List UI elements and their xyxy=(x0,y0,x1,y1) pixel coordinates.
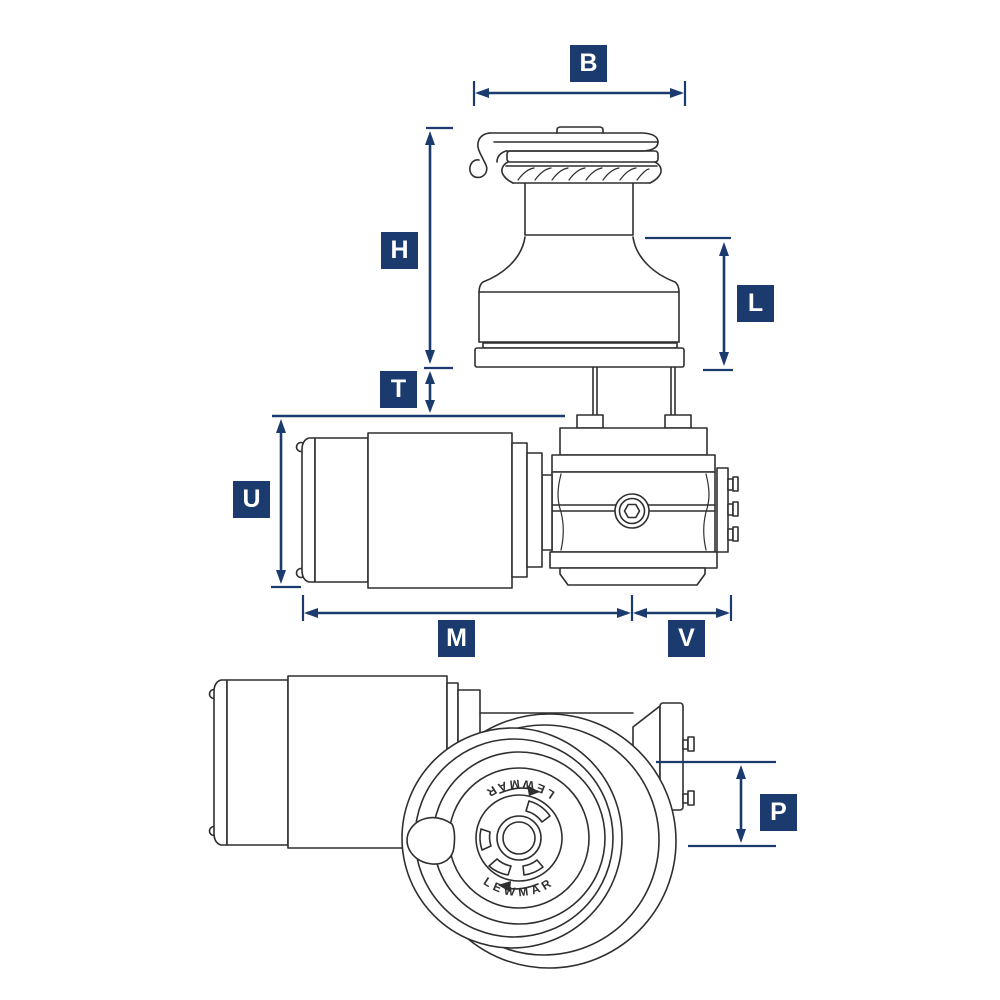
dim-M-V xyxy=(301,595,733,621)
top-down-view: LEWMAR LEWMAR xyxy=(208,675,776,969)
dim-U xyxy=(271,419,301,589)
dim-label-P: P xyxy=(760,794,797,831)
rope-texture xyxy=(517,167,650,181)
dim-P xyxy=(656,760,776,848)
dim-label-V: V xyxy=(668,620,705,657)
gearbox-bolts xyxy=(727,476,739,542)
hex-socket xyxy=(623,503,641,519)
dim-label-T: T xyxy=(380,371,417,408)
stripper-crown xyxy=(501,161,662,184)
winch-drum-top: LEWMAR LEWMAR xyxy=(401,713,677,969)
motor-side xyxy=(295,432,543,589)
dim-L xyxy=(645,236,733,372)
winch-drum-side xyxy=(469,126,685,368)
stripper-arm-top xyxy=(406,816,456,865)
mounting-studs xyxy=(576,366,692,429)
self-tailing-arm xyxy=(469,132,507,179)
dim-T xyxy=(272,371,565,418)
dim-label-H: H xyxy=(381,232,418,269)
cap-slots xyxy=(479,800,551,876)
dim-B xyxy=(472,81,687,106)
dim-label-M: M xyxy=(438,620,475,657)
base-flange xyxy=(474,347,685,368)
side-view xyxy=(271,81,739,621)
mounting-flange-top xyxy=(632,702,695,811)
dim-H xyxy=(424,126,453,370)
dim-label-U: U xyxy=(233,481,270,518)
rotation-arrows xyxy=(498,785,540,892)
gearbox-side xyxy=(541,427,739,586)
dim-label-L: L xyxy=(737,285,774,322)
dim-label-B: B xyxy=(570,45,607,82)
